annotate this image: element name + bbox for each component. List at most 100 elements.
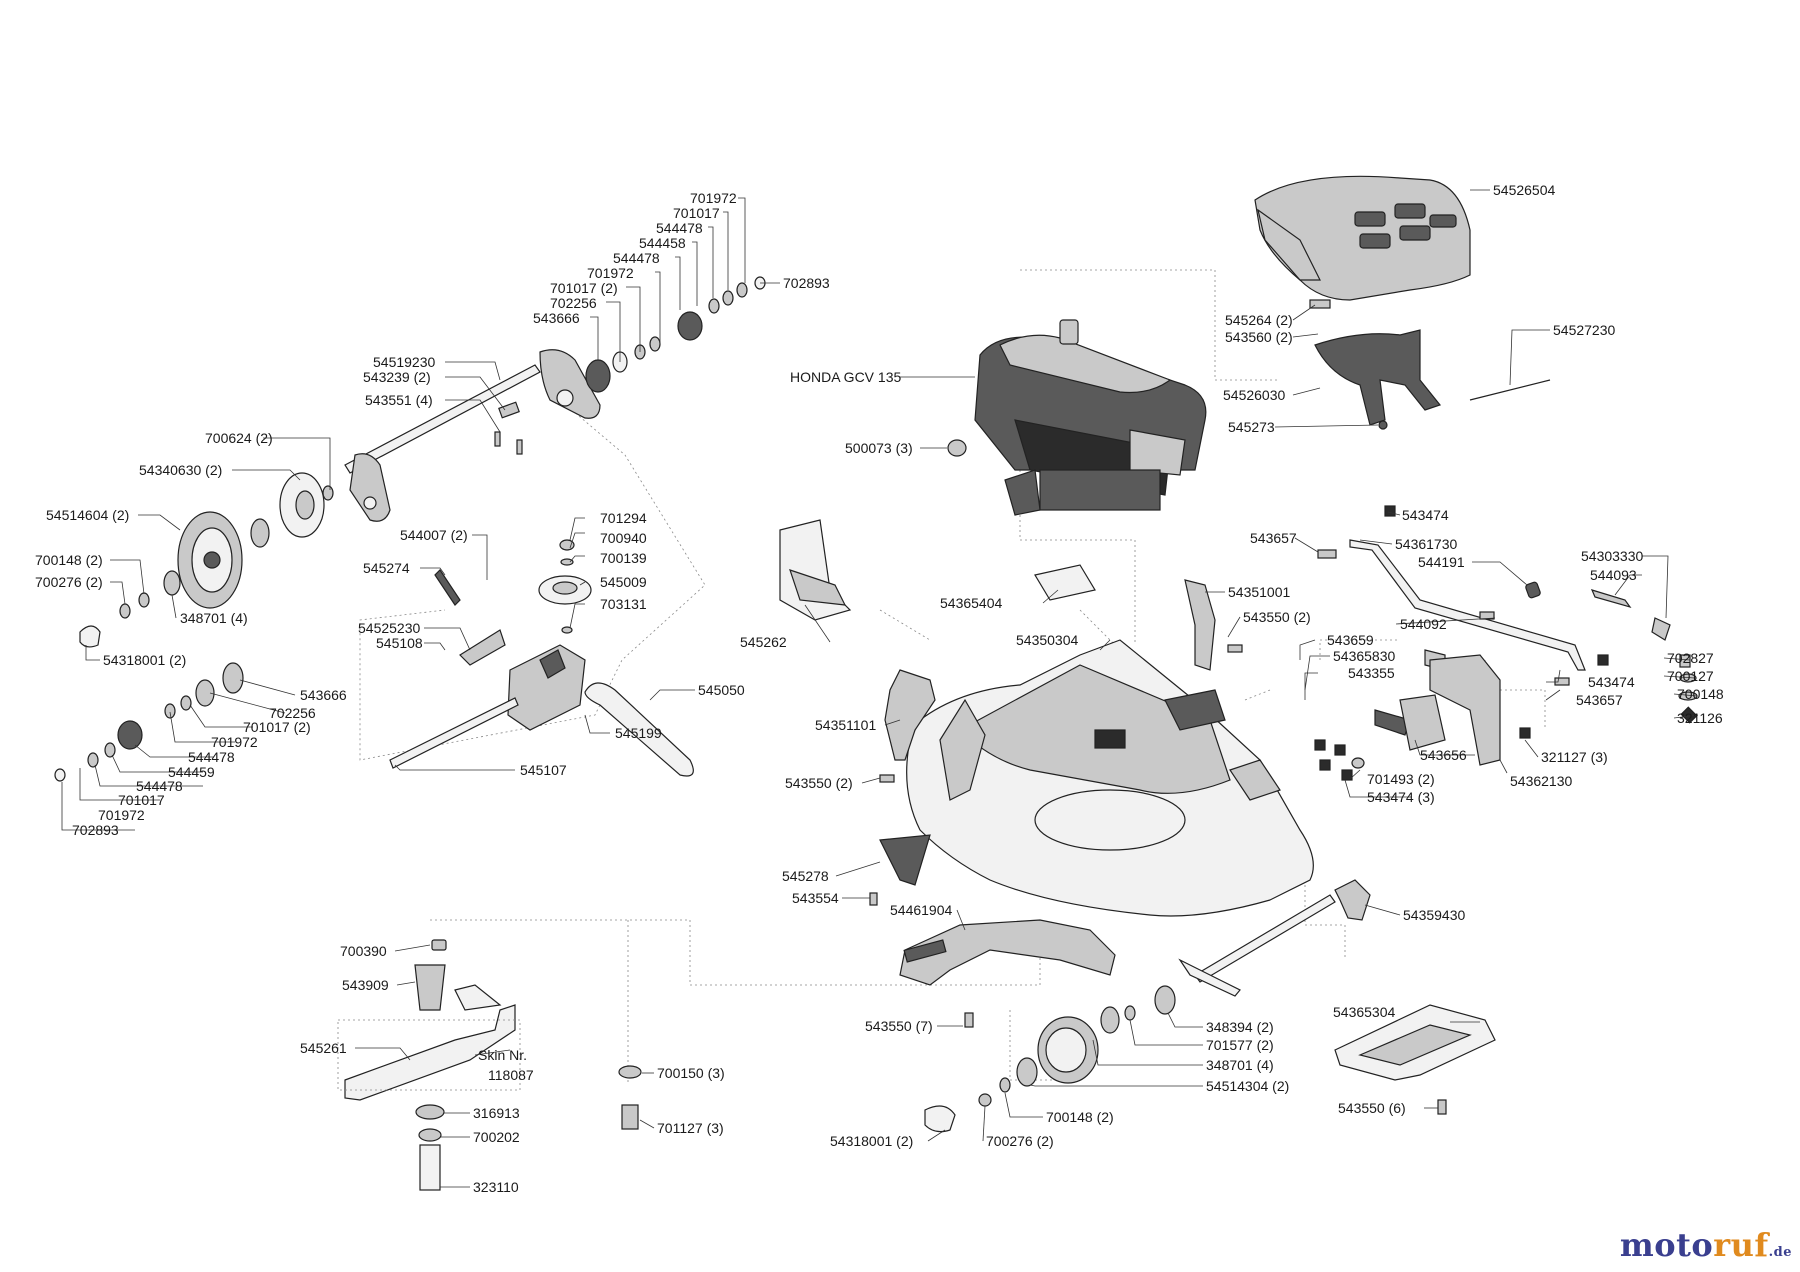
label-700127: 700127 [1667,668,1714,684]
label-701972: 701972 [587,265,634,281]
side-bracket-54351001 [1184,579,1216,671]
bolt [1317,549,1337,559]
bolt [879,774,895,783]
label-701017: 701017 (2) [550,280,618,296]
label-54350304: 54350304 [1016,632,1079,648]
gearbox-shaft [389,697,519,769]
label-700139: 700139 [600,550,647,566]
label-54359430: 54359430 [1403,907,1466,923]
deck-opening [1034,789,1186,851]
label-54514304: 54514304 (2) [1206,1078,1289,1094]
label-54365830: 54365830 [1333,648,1396,664]
label-700276: 700276 (2) [35,574,103,590]
handle-bar [1349,539,1586,671]
label-545107: 545107 [520,762,567,778]
label-54351001: 54351001 [1228,584,1291,600]
watermark-brand-a: moto [1619,1226,1714,1264]
label-321127: 321127 (3) [1541,749,1608,765]
label-544478: 544478 [656,220,703,236]
bracket-hole [556,389,574,407]
cover-plate [1034,564,1096,601]
washer-700202 [418,1128,442,1142]
label-543550: 543550 (7) [865,1018,933,1034]
deck-block [1094,729,1126,749]
side-flap [884,669,936,761]
hood-bracket [1314,329,1442,426]
label-700276: 700276 (2) [986,1133,1054,1149]
mower-deck [906,639,1314,917]
label-316913: 316913 [473,1105,520,1121]
rod-54527230 [1469,379,1551,401]
label-54461904: 54461904 [890,902,953,918]
deck-grille [1164,689,1226,731]
label-544459: 544459 [168,764,215,780]
label-348394: 348394 (2) [1206,1019,1274,1035]
label-54351101: 54351101 [815,717,876,733]
screw [869,892,878,906]
label-honda-gcv-135: HONDA GCV 135 [790,369,901,385]
label-543550: 543550 (2) [1243,609,1311,625]
label-54526030: 54526030 [1223,387,1286,403]
label-543474: 543474 [1588,674,1635,690]
part-700390 [431,939,447,951]
label-54361730: 54361730 [1395,536,1458,552]
label-545264: 545264 (2) [1225,312,1293,328]
engine-cap [1059,319,1079,345]
label-544478: 544478 [188,749,235,765]
label-skin-nr: Skin Nr. [478,1047,527,1063]
axle-bracket [539,349,601,419]
washer-700150 [618,1065,642,1079]
small-part [1309,299,1331,309]
label-544007: 544007 (2) [400,527,468,543]
wheel-cap [924,1105,956,1133]
label-545009: 545009 [600,574,647,590]
control-bracket [1429,654,1501,766]
lever-bracket [459,629,506,666]
label-701017: 701017 [118,792,165,808]
mulch-insert [899,919,1116,986]
label-54514604: 54514604 (2) [46,507,129,523]
engine-base [1039,469,1161,511]
label-348701: 348701 (4) [180,610,248,626]
label-skin-number: 118087 [488,1067,534,1083]
label-545050: 545050 [698,682,745,698]
bushing [222,662,244,694]
label-54526504: 54526504 [1493,182,1556,198]
gear-wheel [117,720,143,750]
lever-plate [1399,694,1446,751]
label-700202: 700202 [473,1129,520,1145]
motoruf-watermark: motoruf.de [1620,1226,1792,1264]
label-545261: 545261 [300,1040,347,1056]
label-54525230: 54525230 [358,620,421,636]
gear-wheel [677,311,703,341]
label-545108: 545108 [376,635,423,651]
label-54365304: 54365304 [1333,1004,1396,1020]
gear-wheel [585,359,611,393]
label-701493: 701493 (2) [1367,771,1435,787]
spring [1590,589,1632,609]
label-700940: 700940 [600,530,647,546]
clip [1384,505,1396,517]
gearbox [507,644,586,731]
label-701577: 701577 (2) [1206,1037,1274,1053]
label-702827: 702827 [1667,650,1714,666]
screw [1679,654,1691,668]
bolt [1227,644,1243,653]
label-544092: 544092 [1400,616,1447,632]
screw [1437,1099,1447,1115]
label-545273: 545273 [1228,419,1275,435]
clip-part [498,401,520,419]
label-702256: 702256 [269,705,316,721]
bolt-701127 [621,1104,639,1130]
label-545274: 545274 [363,560,410,576]
label-543554: 543554 [792,890,839,906]
screw [964,1012,974,1028]
label-701972: 701972 [690,190,737,206]
label-544458: 544458 [639,235,686,251]
watermark-suffix: .de [1768,1245,1792,1260]
axle-arm [1334,879,1371,921]
washer-316913 [415,1104,445,1120]
label-54527230: 54527230 [1553,322,1616,338]
label-701017: 701017 (2) [243,719,311,735]
